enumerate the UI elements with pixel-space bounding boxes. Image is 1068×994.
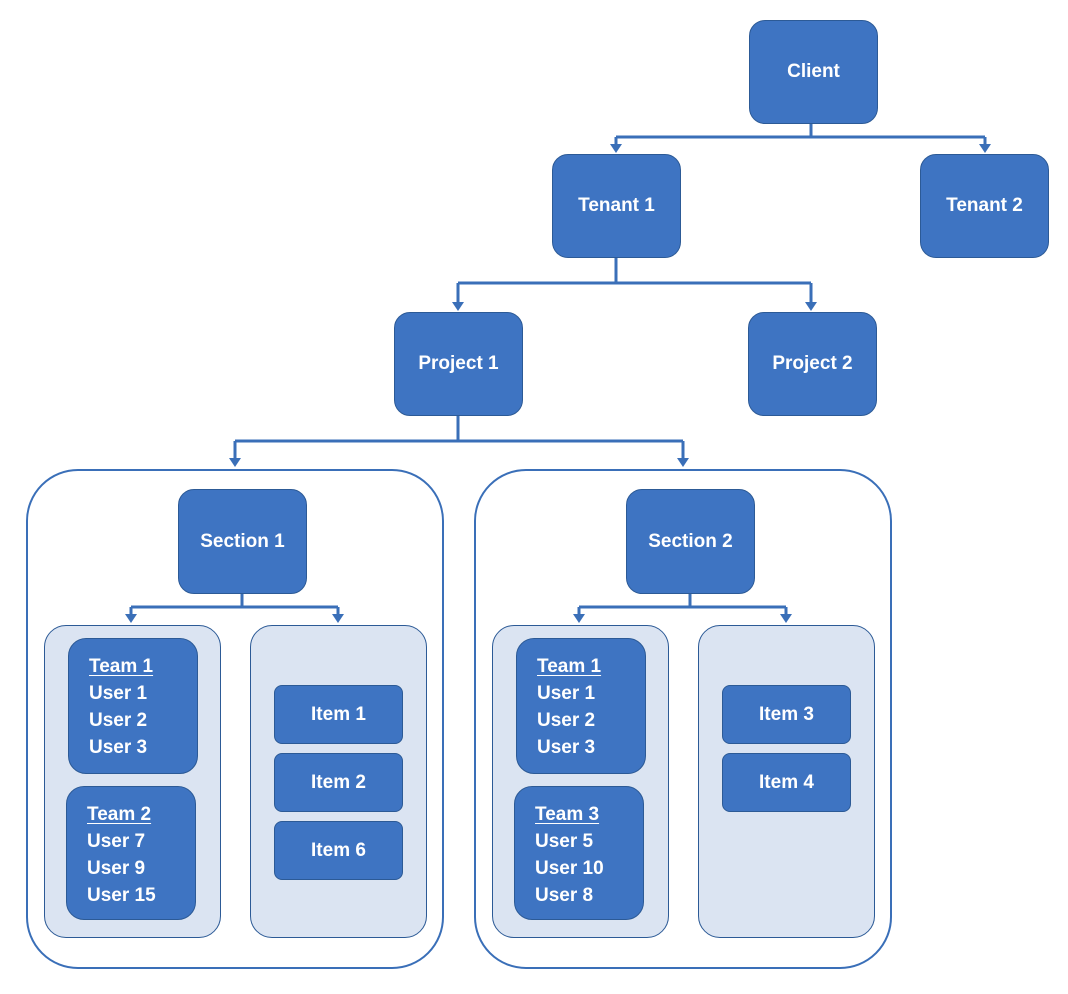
user-label: User 10 <box>535 858 604 879</box>
item-label: Item 6 <box>311 839 366 861</box>
item-label: Item 2 <box>311 771 366 793</box>
user-label: User 9 <box>87 858 146 879</box>
section-1-node: Section 1 <box>178 489 307 594</box>
project-1-label: Project 1 <box>418 353 499 374</box>
connector-tenant-projects <box>456 258 813 304</box>
user-label: User 5 <box>535 831 594 852</box>
arrowhead-section-1-items <box>332 614 344 623</box>
item-label: Item 4 <box>759 771 814 793</box>
item-node: Item 4 <box>722 753 851 812</box>
user-label: User 15 <box>87 885 156 906</box>
arrowhead-section-2-teams <box>573 614 585 623</box>
item-node: Item 6 <box>274 821 403 880</box>
connector-section-1-panels <box>129 594 340 616</box>
user-label: User 2 <box>537 710 596 731</box>
arrowhead-section-2-items <box>780 614 792 623</box>
connector-project-sections <box>233 416 685 460</box>
item-node: Item 2 <box>274 753 403 812</box>
client-label: Client <box>787 61 840 82</box>
item-node: Item 3 <box>722 685 851 744</box>
user-label: User 1 <box>89 683 148 704</box>
team-title: Team 2 <box>87 804 152 825</box>
section-2-team-3-card: Team 3 User 5 User 10 User 8 <box>514 786 644 920</box>
user-label: User 7 <box>87 831 146 852</box>
user-label: User 3 <box>537 737 596 758</box>
user-label: User 3 <box>89 737 148 758</box>
item-label: Item 3 <box>759 703 814 725</box>
team-title: Team 1 <box>537 656 602 677</box>
arrowhead-section-2 <box>677 458 689 467</box>
arrowhead-tenant-1 <box>610 144 622 153</box>
user-label: User 2 <box>89 710 148 731</box>
section-1-team-2-card: Team 2 User 7 User 9 User 15 <box>66 786 196 920</box>
arrowhead-project-1 <box>452 302 464 311</box>
section-2-team-1-card: Team 1 User 1 User 2 User 3 <box>516 638 646 774</box>
connector-client-tenants <box>614 124 987 146</box>
item-node: Item 1 <box>274 685 403 744</box>
user-label: User 8 <box>535 885 594 906</box>
client-node: Client <box>749 20 878 124</box>
arrowhead-section-1 <box>229 458 241 467</box>
section-1-label: Section 1 <box>200 530 285 552</box>
item-label: Item 1 <box>311 703 366 725</box>
project-1-node: Project 1 <box>394 312 523 416</box>
section-2-label: Section 2 <box>648 530 733 552</box>
section-1-team-1-card: Team 1 User 1 User 2 User 3 <box>68 638 198 774</box>
connector-section-2-panels <box>577 594 788 616</box>
arrowhead-tenant-2 <box>979 144 991 153</box>
team-title: Team 1 <box>89 656 154 677</box>
arrowhead-section-1-teams <box>125 614 137 623</box>
project-2-label: Project 2 <box>772 353 853 374</box>
arrowhead-project-2 <box>805 302 817 311</box>
user-label: User 1 <box>537 683 596 704</box>
tenant-2-node: Tenant 2 <box>920 154 1049 258</box>
tenant-2-label: Tenant 2 <box>946 195 1023 216</box>
tenant-1-label: Tenant 1 <box>578 195 655 216</box>
team-title: Team 3 <box>535 804 600 825</box>
section-2-node: Section 2 <box>626 489 755 594</box>
tenant-1-node: Tenant 1 <box>552 154 681 258</box>
project-2-node: Project 2 <box>748 312 877 416</box>
